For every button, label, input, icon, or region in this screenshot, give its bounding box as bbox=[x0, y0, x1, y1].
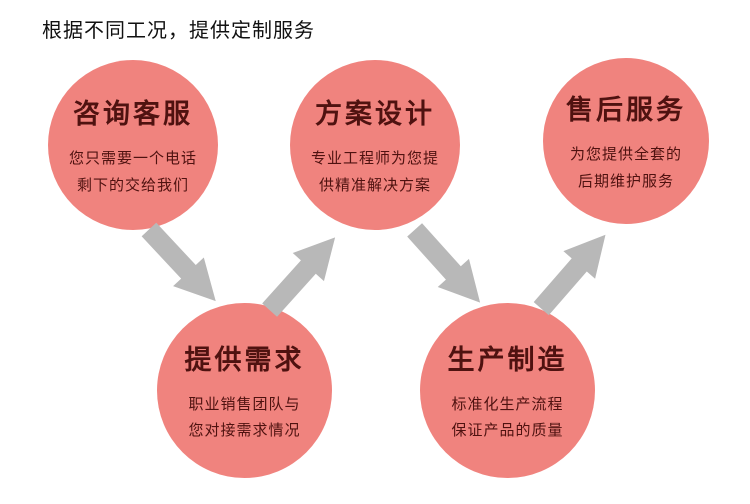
arrow-down-right-icon bbox=[132, 214, 234, 319]
step-desc-production: 标准化生产流程 保证产品的质量 bbox=[451, 394, 564, 439]
step-circle-design: 方案设计 专业工程师为您提 供精准解决方案 bbox=[290, 60, 460, 230]
step-circle-consult: 咨询客服 您只需要一个电话 剩下的交给我们 bbox=[48, 60, 218, 230]
step-title-production: 生产制造 bbox=[447, 344, 568, 376]
page-title: 根据不同工况，提供定制服务 bbox=[42, 20, 315, 42]
step-title-aftersales: 售后服务 bbox=[566, 95, 686, 127]
step-desc-design: 专业工程师为您提 供精准解决方案 bbox=[310, 149, 439, 194]
step-circle-aftersales: 售后服务 为您提供全套的 后期维护服务 bbox=[543, 58, 709, 224]
step-desc-consult: 您只需要一个电话 剩下的交给我们 bbox=[68, 149, 197, 194]
step-desc-requirements: 职业销售团队与 您对接需求情况 bbox=[188, 394, 301, 439]
step-circle-production: 生产制造 标准化生产流程 保证产品的质量 bbox=[420, 303, 595, 478]
step-circle-requirements: 提供需求 职业销售团队与 您对接需求情况 bbox=[157, 303, 332, 478]
step-title-requirements: 提供需求 bbox=[184, 344, 305, 376]
arrow-up-right-icon bbox=[252, 220, 353, 325]
step-title-consult: 咨询客服 bbox=[73, 99, 193, 131]
step-title-design: 方案设计 bbox=[315, 99, 435, 131]
step-desc-aftersales: 为您提供全套的 后期维护服务 bbox=[569, 145, 682, 190]
arrow-down-right-icon bbox=[397, 214, 498, 319]
arrow-up-right-icon bbox=[524, 218, 624, 324]
